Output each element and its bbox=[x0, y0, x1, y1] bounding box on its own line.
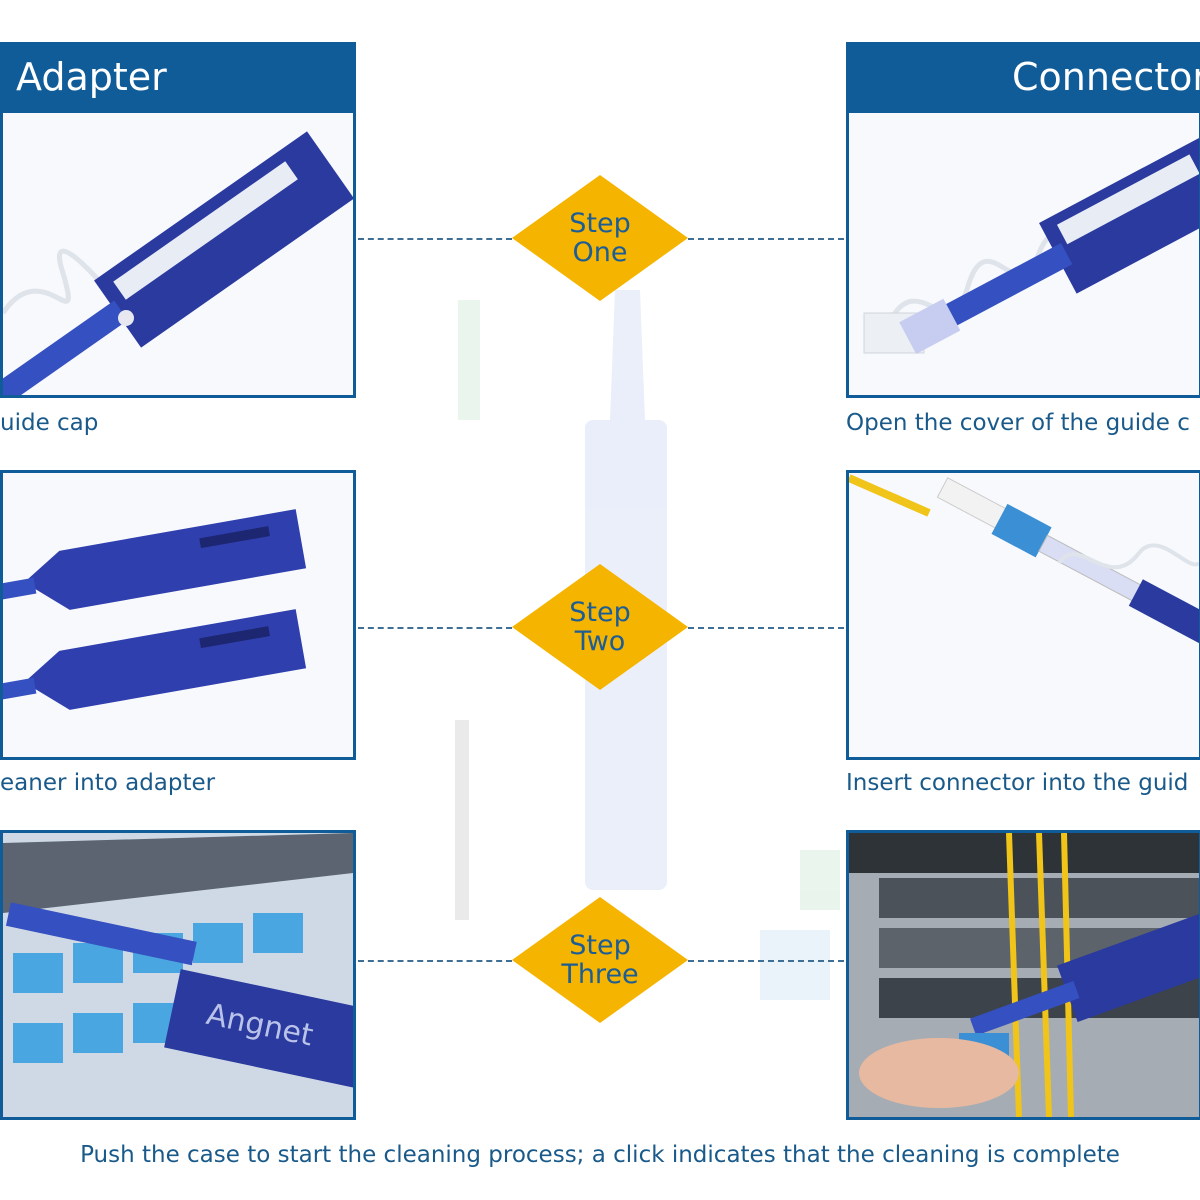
step-three-line-left bbox=[358, 960, 512, 962]
step-three-label-line2: Three bbox=[561, 959, 639, 990]
step-one-badge: Step One bbox=[512, 175, 688, 301]
adapter-step-one-photo bbox=[0, 110, 356, 398]
connector-step-one-photo bbox=[846, 110, 1200, 398]
step-two-label-line2: Two bbox=[574, 626, 626, 657]
adapter-step-one-caption: uide cap bbox=[0, 410, 99, 436]
adapter-step-three-photo: Angnet bbox=[0, 830, 356, 1120]
step-two-line-right bbox=[688, 627, 844, 629]
two-pen-cleaners-image bbox=[3, 509, 307, 710]
connector-into-guide-image bbox=[849, 474, 1199, 644]
step-one-label-line1: Step bbox=[569, 208, 631, 239]
pen-cleaner-cover-open-image bbox=[863, 129, 1199, 355]
step-two-badge: Step Two bbox=[512, 564, 688, 690]
connector-header-title: Connector bbox=[1012, 55, 1200, 99]
step-one-label-line2: One bbox=[572, 237, 628, 268]
pen-cleaner-with-cap-image bbox=[3, 131, 353, 395]
adapter-step-two-photo bbox=[0, 470, 356, 760]
step-three-label-line1: Step bbox=[569, 930, 631, 961]
step-three-badge: Step Three bbox=[512, 897, 688, 1023]
step-three-caption: Push the case to start the cleaning proc… bbox=[80, 1142, 1120, 1168]
connector-step-two-caption: Insert connector into the guid bbox=[846, 770, 1189, 796]
connector-step-two-photo bbox=[846, 470, 1200, 760]
patch-panel-cleaning-image: Angnet bbox=[3, 833, 353, 1089]
connector-step-one-caption: Open the cover of the guide c bbox=[846, 410, 1190, 436]
adapter-step-two-caption: eaner into adapter bbox=[0, 770, 216, 796]
adapter-header: Adapter bbox=[0, 42, 356, 112]
rack-connector-cleaning-image bbox=[849, 833, 1199, 1117]
step-three-line-right bbox=[688, 960, 844, 962]
connector-step-three-photo bbox=[846, 830, 1200, 1120]
step-one-line-right bbox=[688, 238, 844, 240]
step-two-label-line1: Step bbox=[569, 597, 631, 628]
adapter-header-title: Adapter bbox=[16, 55, 167, 99]
step-one-line-left bbox=[358, 238, 512, 240]
connector-header: Connector bbox=[846, 42, 1200, 112]
step-two-line-left bbox=[358, 627, 512, 629]
